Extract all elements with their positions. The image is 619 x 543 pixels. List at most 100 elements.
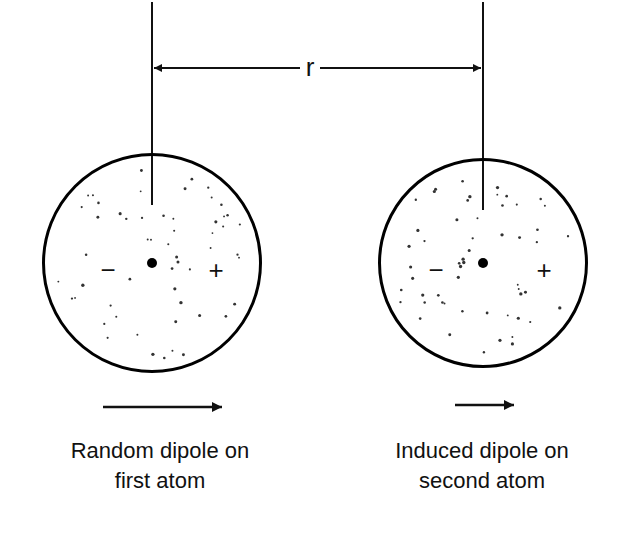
cloud-dot: [458, 262, 461, 265]
cloud-dot: [107, 337, 109, 339]
cloud-dot: [409, 265, 412, 268]
cloud-dot: [455, 218, 458, 221]
cloud-dot: [198, 314, 201, 317]
cloud-dot: [407, 245, 410, 248]
cloud-dot: [483, 351, 485, 353]
cloud-dot: [423, 301, 425, 303]
cloud-dot: [125, 218, 127, 220]
cloud-dot: [189, 268, 191, 270]
cloud-dot: [517, 317, 520, 320]
cloud-dot: [184, 187, 187, 190]
cloud-dot: [211, 197, 213, 199]
cloud-dot: [85, 253, 88, 256]
charge-sign: −: [426, 257, 445, 283]
cloud-dot: [81, 206, 83, 208]
cloud-dot: [421, 293, 424, 296]
cloud-dot: [517, 284, 519, 286]
cloud-dot: [466, 199, 469, 202]
cloud-dot: [511, 342, 514, 345]
cloud-dot: [539, 198, 541, 200]
cloud-dot: [400, 289, 403, 292]
cloud-dot: [511, 336, 513, 338]
cloud-dot: [239, 223, 241, 225]
cloud-dot: [444, 303, 446, 305]
cloud-dot: [150, 239, 152, 241]
cloud-dot: [423, 240, 425, 242]
nucleus-dot: [478, 258, 488, 268]
cloud-dot: [462, 261, 465, 264]
electron-cloud: [42, 153, 262, 373]
cloud-dot: [171, 350, 173, 352]
cloud-dot: [519, 292, 522, 295]
cloud-dot: [441, 301, 444, 304]
cloud-dot: [162, 214, 165, 217]
cloud-dot: [136, 334, 138, 336]
cloud-dot: [529, 321, 531, 323]
cloud-dot: [437, 294, 440, 297]
cloud-dot: [448, 333, 451, 336]
cloud-dot: [163, 357, 166, 360]
cloud-dot: [129, 278, 132, 281]
cloud-dot: [140, 169, 143, 172]
cloud-dot: [558, 306, 561, 309]
cloud-dot: [524, 291, 527, 294]
cloud-dot: [109, 304, 111, 306]
atom-circle: −+: [378, 158, 588, 368]
cloud-dot: [179, 301, 182, 304]
cloud-dot: [468, 195, 471, 198]
cloud-dot: [223, 215, 225, 217]
cloud-dot: [415, 199, 417, 201]
cloud-dot: [518, 236, 521, 239]
cloud-dot: [461, 180, 464, 183]
cloud-dot: [174, 320, 177, 323]
cloud-dot: [140, 190, 142, 192]
cloud-dot: [233, 303, 236, 306]
dimension-label: r: [300, 50, 321, 85]
cloud-dot: [505, 195, 508, 198]
caption-text: Induced dipole on second atom: [382, 436, 582, 495]
cloud-dot: [172, 218, 174, 220]
cloud-dot: [167, 243, 169, 245]
caption-text: Random dipole on first atom: [60, 436, 260, 495]
cloud-dot: [544, 205, 546, 207]
cloud-dot: [103, 323, 105, 325]
cloud-dot: [173, 230, 175, 232]
charge-sign: −: [98, 257, 117, 283]
cloud-dot: [225, 315, 228, 318]
cloud-dot: [212, 232, 214, 234]
cloud-dot: [476, 217, 478, 219]
cloud-dot: [518, 288, 520, 290]
dipole-arrow: [103, 406, 222, 409]
cloud-dot: [399, 301, 401, 303]
cloud-dot: [190, 178, 193, 181]
cloud-dot: [457, 276, 460, 279]
cloud-dot: [96, 216, 99, 219]
center-line: [151, 2, 153, 205]
cloud-dot: [501, 204, 504, 207]
cloud-dot: [171, 267, 174, 270]
cloud-dot: [151, 353, 154, 356]
cloud-dot: [175, 256, 178, 259]
cloud-dot: [207, 186, 209, 188]
cloud-dot: [119, 212, 122, 215]
cloud-dot: [516, 204, 518, 206]
cloud-dot: [173, 287, 176, 290]
cloud-dot: [434, 188, 437, 191]
cloud-dot: [226, 214, 228, 216]
cloud-dot: [57, 281, 59, 283]
electron-cloud: [378, 158, 588, 368]
cloud-dot: [468, 249, 471, 252]
cloud-dot: [419, 317, 422, 320]
cloud-dot: [87, 195, 89, 197]
cloud-dot: [500, 233, 503, 236]
cloud-dot: [182, 353, 185, 356]
cloud-dot: [461, 310, 463, 312]
charge-sign: +: [206, 257, 225, 283]
cloud-dot: [214, 220, 217, 223]
dipole-arrow: [455, 404, 514, 407]
cloud-dot: [536, 228, 539, 231]
cloud-dot: [92, 194, 94, 196]
cloud-dot: [486, 312, 489, 315]
cloud-dot: [461, 257, 464, 260]
cloud-dot: [97, 202, 100, 205]
